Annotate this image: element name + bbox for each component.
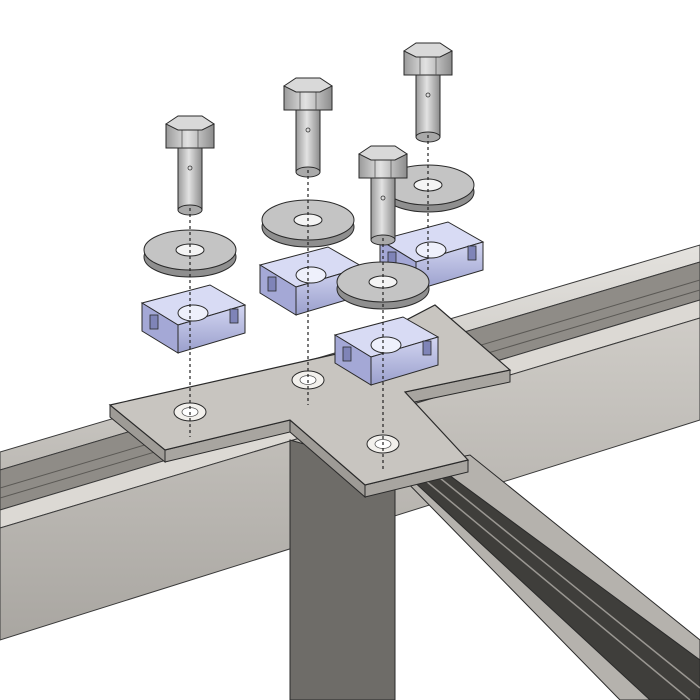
hex-bolt [165, 115, 215, 216]
nut-groove [467, 245, 477, 261]
hex-bolt [358, 145, 408, 246]
bolt-head-top [283, 77, 333, 93]
bolt-shank [370, 177, 396, 241]
channel-nut [333, 316, 440, 386]
bolt-head-top [403, 42, 453, 58]
bolt-center-mark [187, 165, 193, 171]
bolt-head-top [165, 115, 215, 131]
nut-thread-hole [415, 241, 447, 259]
nut-thread-hole [177, 304, 209, 322]
channel-edge-line [434, 473, 700, 689]
nut-thread-hole [370, 336, 402, 354]
bolt-shank [177, 147, 203, 211]
hex-bolt [283, 77, 333, 178]
channel-edge-line [419, 475, 691, 700]
nut-groove [149, 314, 159, 330]
bolts [165, 42, 453, 246]
channel-nuts [140, 221, 485, 386]
assembly-centerlines [189, 135, 429, 469]
bolt-center-mark [380, 195, 386, 201]
bolt-shank [415, 74, 441, 138]
nut-thread-hole [295, 266, 327, 284]
bolt-center-mark [425, 92, 431, 98]
bolt-shank [295, 109, 321, 173]
nut-groove [267, 276, 277, 292]
nut-groove [422, 340, 432, 356]
bolt-head-top [358, 145, 408, 161]
bolt-center-mark [305, 127, 311, 133]
nut-front-face [370, 336, 439, 386]
nut-front-face [177, 304, 246, 354]
hex-bolt [403, 42, 453, 143]
channel-nut [140, 284, 247, 354]
nut-groove [229, 308, 239, 324]
nut-groove [342, 346, 352, 362]
